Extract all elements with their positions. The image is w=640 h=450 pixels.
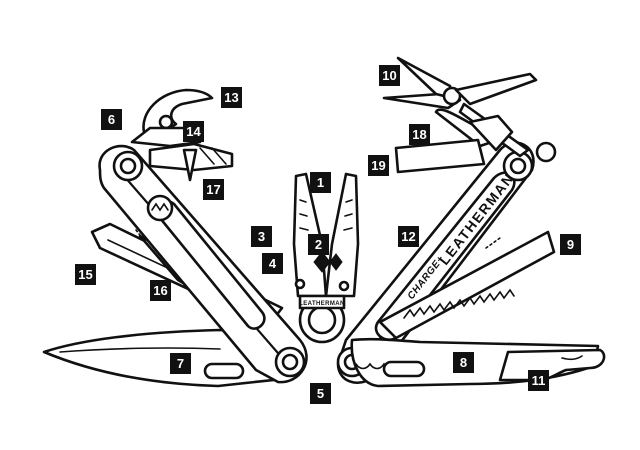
callout-17: 17 <box>203 179 224 200</box>
pivot-brand-text: LEATHERMAN <box>299 301 345 307</box>
pliers-jaws: LEATHERMAN <box>292 172 360 344</box>
tool-18 <box>434 108 514 152</box>
saw-9 <box>378 230 556 340</box>
left-handle <box>98 144 308 384</box>
callout-13: 13 <box>221 87 242 108</box>
callout-19: 19 <box>368 155 389 176</box>
scissors-10 <box>382 56 538 158</box>
callout-14: 14 <box>183 121 204 142</box>
callout-15: 15 <box>75 264 96 285</box>
callout-6: 6 <box>101 109 122 130</box>
callout-8: 8 <box>453 352 474 373</box>
lanyard-ring <box>535 141 557 163</box>
callout-1: 1 <box>310 172 331 193</box>
callout-4: 4 <box>262 253 283 274</box>
callout-7: 7 <box>170 353 191 374</box>
callout-12: 12 <box>398 226 419 247</box>
callout-18: 18 <box>409 124 430 145</box>
callout-9: 9 <box>560 234 581 255</box>
callout-3: 3 <box>251 226 272 247</box>
callout-11: 11 <box>528 370 549 391</box>
tool-19 <box>394 138 486 174</box>
bit-driver-17 <box>148 142 234 182</box>
hook-blade-11 <box>498 348 606 382</box>
callout-5: 5 <box>310 383 331 404</box>
callout-2: 2 <box>308 234 329 255</box>
callout-10: 10 <box>379 65 400 86</box>
callout-16: 16 <box>150 280 171 301</box>
